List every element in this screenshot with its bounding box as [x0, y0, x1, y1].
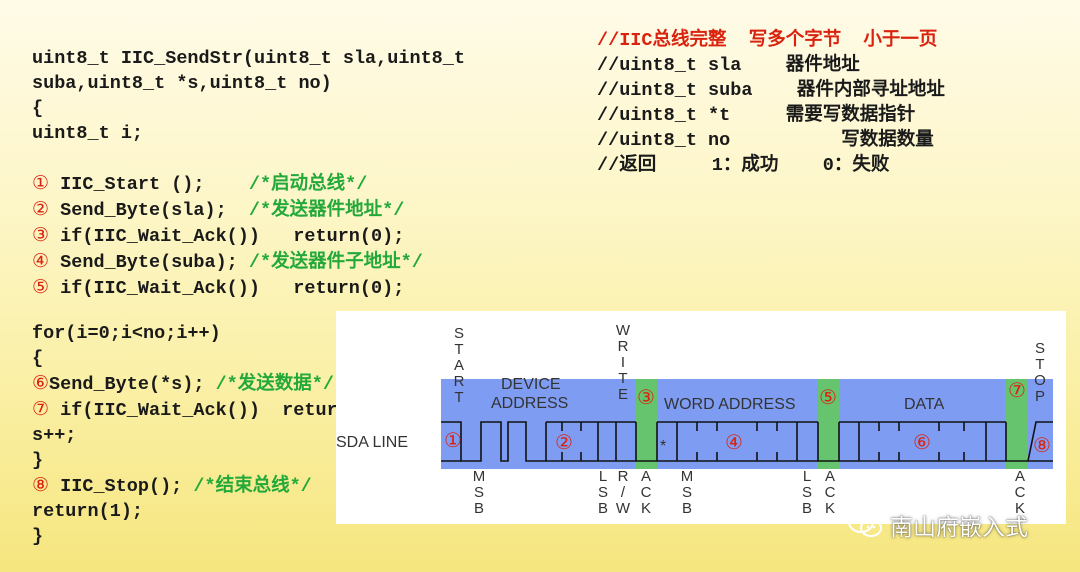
code-header: uint8_t IIC_SendStr(uint8_t sla,uint8_t … [32, 46, 465, 146]
ack-bar [636, 379, 657, 469]
note-line: //uint8_t *t 需要写数据指针 [597, 105, 916, 126]
code-line: suba,uint8_t *s,uint8_t no) [32, 73, 332, 94]
marker-2: ② [555, 430, 573, 454]
note-line: //uint8_t suba 器件内部寻址地址 [597, 80, 945, 101]
note-line: //uint8_t sla 器件地址 [597, 55, 860, 76]
notes-title: //IIC总线完整 写多个字节 小于一页 [597, 30, 938, 51]
marker-5: ⑤ [819, 385, 837, 409]
code-line: uint8_t i; [32, 123, 144, 144]
function-notes: //IIC总线完整 写多个字节 小于一页 //uint8_t sla 器件地址 … [597, 28, 945, 178]
data-label: DATA [904, 396, 945, 413]
marker-1: ① [444, 428, 462, 452]
code-line: } [32, 526, 44, 547]
code-line: for(i=0;i<no;i++) [32, 323, 221, 344]
step-2: ② Send_Byte(sla); /*发送器件地址*/ [32, 198, 405, 221]
marker-3: ③ [637, 385, 655, 409]
word-address-label: WORD ADDRESS [664, 396, 796, 413]
marker-4: ④ [725, 430, 743, 454]
marker-7: ⑦ [1008, 378, 1026, 402]
code-line: } [32, 450, 44, 471]
device-address-label: ADDRESS [491, 395, 568, 412]
note-line: //uint8_t no 写数据数量 [597, 130, 934, 151]
step-4: ④ Send_Byte(suba); /*发送器件子地址*/ [32, 250, 423, 273]
note-line: //返回 1：成功 0：失败 [597, 155, 890, 176]
step-8: ⑧ IIC_Stop(); /*结束总线*/ [32, 474, 312, 497]
marker-6: ⑥ [913, 430, 931, 454]
frame-band [441, 379, 1053, 469]
watermark: 南山府嵌入式 [848, 505, 1028, 545]
sda-waveform [817, 422, 840, 462]
sda-waveform [635, 422, 658, 462]
star-label: * [660, 438, 666, 455]
code-line: { [32, 348, 44, 369]
step-6: ⑥Send_Byte(*s); /*发送数据*/ [32, 372, 334, 395]
sda-line-label: SDA LINE [336, 434, 408, 451]
code-line: { [32, 98, 44, 119]
watermark-text: 南山府嵌入式 [890, 515, 1028, 541]
marker-8: ⑧ [1033, 433, 1051, 457]
step-5: ⑤ if(IIC_Wait_Ack()) return(0); [32, 276, 405, 299]
i2c-timing-diagram: SDA LINE DEVICE ADDRESS WORD ADDRESS DAT… [336, 311, 1066, 524]
device-address-label: DEVICE [501, 376, 561, 393]
step-3: ③ if(IIC_Wait_Ack()) return(0); [32, 224, 405, 247]
code-steps: ① IIC_Start (); /*启动总线*/ ② Send_Byte(sla… [32, 171, 423, 301]
ack-bar [818, 379, 839, 469]
step-1: ① IIC_Start (); /*启动总线*/ [32, 172, 368, 195]
rw-label: R/W [616, 468, 631, 517]
wechat-icon [848, 511, 882, 537]
code-line: uint8_t IIC_SendStr(uint8_t sla,uint8_t [32, 48, 465, 69]
code-line: s++; [32, 425, 77, 446]
code-line: return(1); [32, 501, 144, 522]
ack-bar [1006, 379, 1028, 469]
